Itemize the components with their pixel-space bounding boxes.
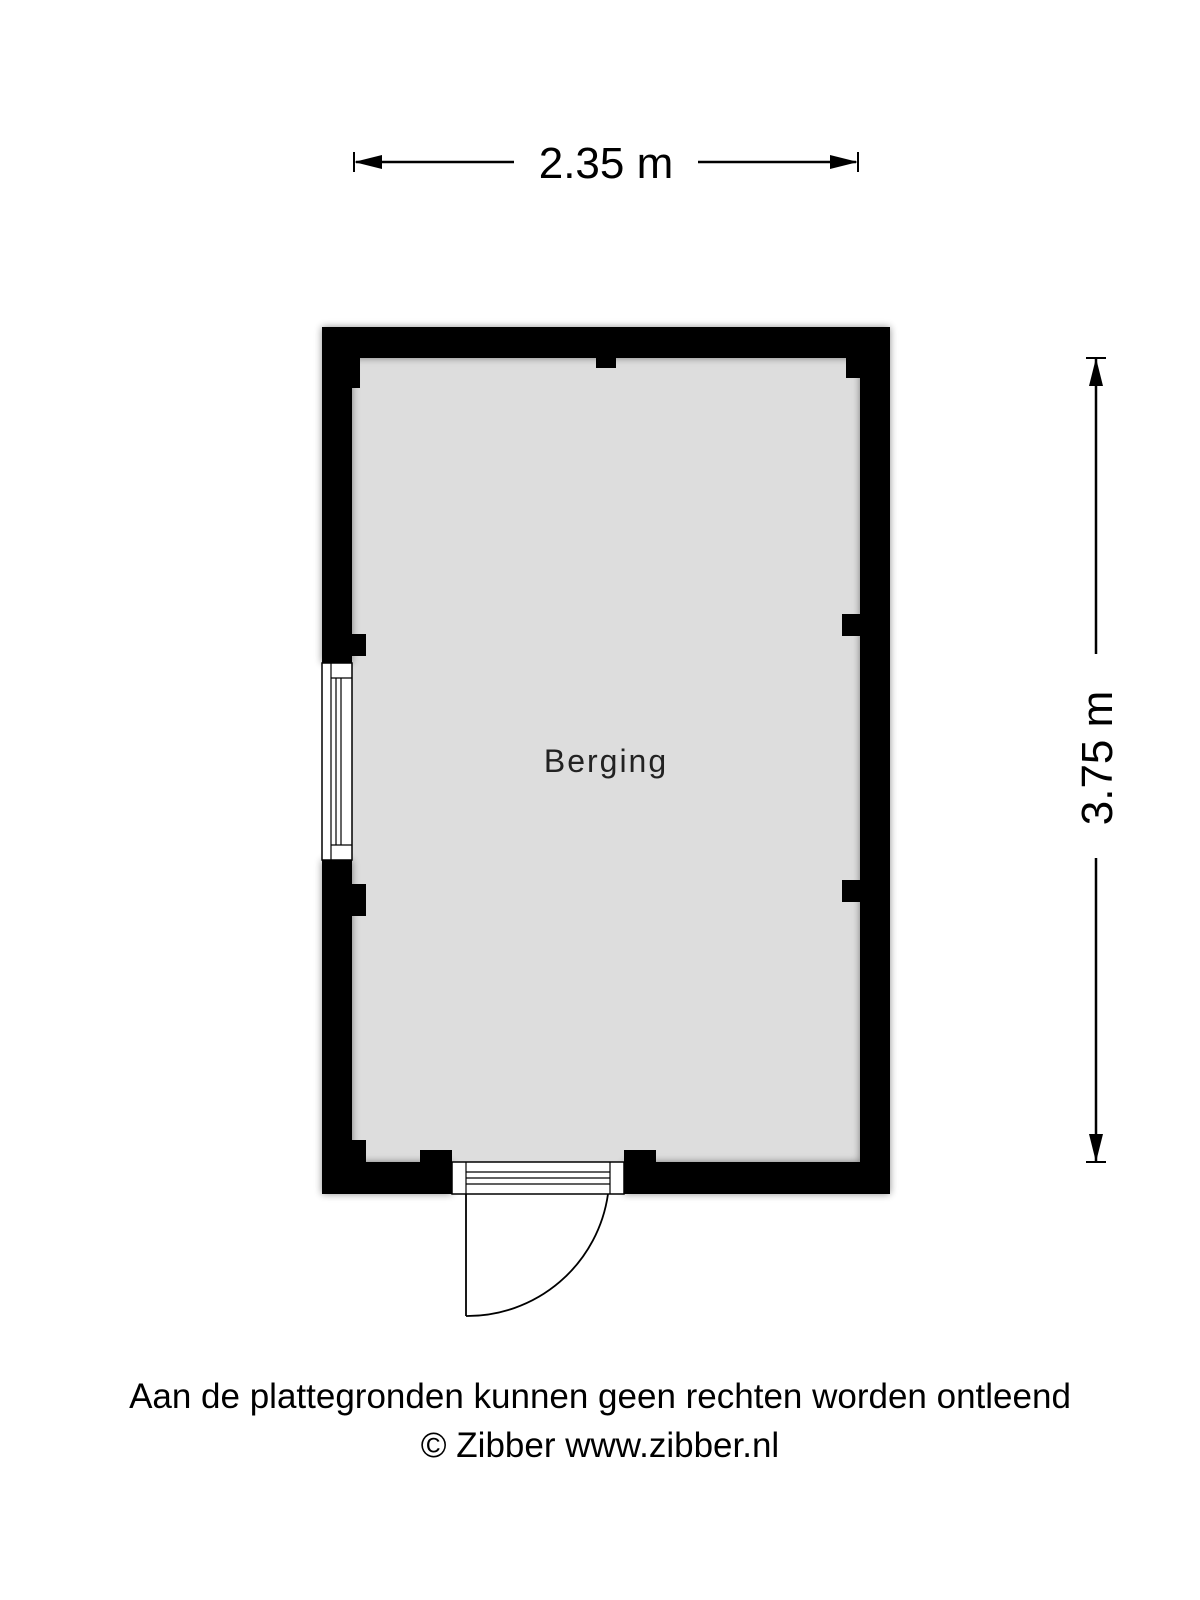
arrow-left-icon (354, 155, 382, 169)
arrow-up-icon (1089, 358, 1103, 386)
width-label: 2.35 m (539, 139, 674, 188)
wall-bottom-right (624, 1162, 890, 1194)
footer-copyright: © Zibber www.zibber.nl (420, 1426, 780, 1465)
height-label: 3.75 m (1073, 691, 1122, 826)
arrow-right-icon (830, 155, 858, 169)
wall-top (322, 327, 890, 358)
room-label: Berging (544, 743, 668, 779)
arrow-down-icon (1089, 1134, 1103, 1162)
width-dimension: 2.35 m (353, 139, 859, 188)
door (451, 1161, 625, 1317)
wall-left-upper (322, 327, 352, 663)
height-dimension: 3.75 m (1073, 357, 1122, 1163)
wall-right (860, 327, 890, 1194)
footer-disclaimer: Aan de plattegronden kunnen geen rechten… (129, 1377, 1071, 1416)
wall-notches (352, 358, 860, 1162)
window-left-wall (321, 662, 353, 861)
door-swing-arc (465, 1193, 609, 1317)
walls (322, 327, 890, 1194)
wall-bottom-left (322, 1162, 452, 1194)
wall-left-lower (322, 860, 352, 1194)
room-floor (352, 358, 860, 1162)
